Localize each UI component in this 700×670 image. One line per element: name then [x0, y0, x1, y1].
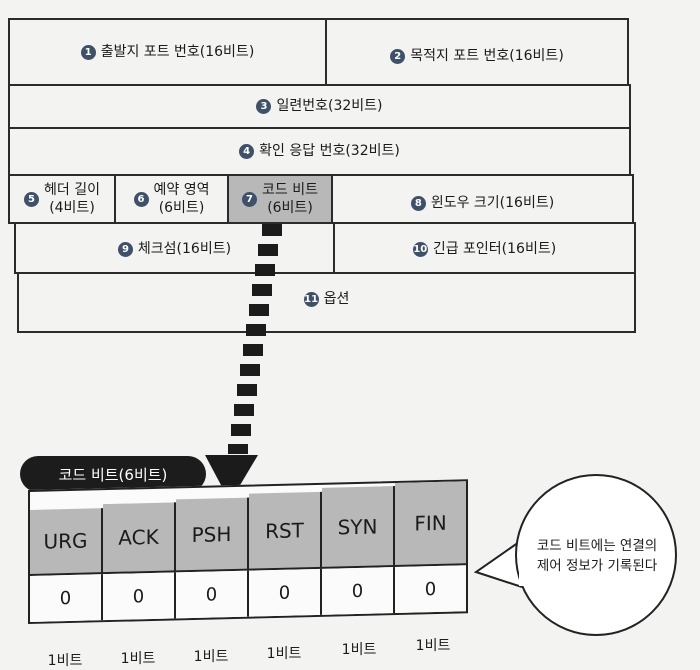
- field-label: 코드 비트: [262, 181, 318, 198]
- number-badge: 8: [410, 195, 426, 211]
- field-label: 윈도우 크기(16비트): [430, 194, 555, 211]
- field-size: (4비트): [49, 200, 95, 216]
- field-label: 일련번호(32비트): [276, 98, 383, 115]
- number-badge: 11: [303, 291, 319, 307]
- field-label: 긴급 포인터(16비트): [432, 240, 557, 257]
- field-destination-port: 2 목적지 포트 번호(16비트): [327, 24, 627, 88]
- number-badge: 1: [80, 44, 96, 60]
- field-options: 11 옵션: [19, 274, 634, 324]
- field-label: 헤더 길이: [44, 181, 100, 198]
- bit-size-label: 1비트: [415, 638, 451, 654]
- number-badge: 9: [117, 241, 133, 257]
- callout-line: 제어 정보가 기록된다: [536, 557, 658, 574]
- number-badge: 10: [412, 241, 428, 257]
- bit-size-label: 1비트: [266, 646, 302, 662]
- field-source-port: 1 출발지 포트 번호(16비트): [10, 20, 325, 84]
- field-label: 목적지 포트 번호(16비트): [410, 47, 564, 64]
- field-label: 체크섬(16비트): [137, 240, 232, 257]
- number-badge: 2: [390, 48, 406, 64]
- field-urgent-pointer: 10 긴급 포인터(16비트): [335, 226, 634, 272]
- number-badge: 6: [133, 191, 149, 207]
- field-size: (6비트): [267, 200, 313, 216]
- callout-text: 코드 비트에는 연결의 제어 정보가 기록된다: [522, 537, 672, 576]
- field-reserved: 6 예약 영역 (6비트): [116, 176, 227, 222]
- callout-line: 코드 비트에는 연결의: [536, 538, 658, 554]
- number-badge: 5: [24, 191, 39, 207]
- field-label: 예약 영역: [153, 181, 210, 198]
- field-label: 옵션: [323, 290, 350, 307]
- bit-size-label: 1비트: [47, 653, 83, 669]
- bit-size-label: 1비트: [120, 651, 156, 667]
- field-size: (6비트): [158, 200, 205, 216]
- field-code-bits: 7 코드 비트 (6비트): [229, 176, 331, 222]
- number-badge: 3: [256, 99, 272, 114]
- field-window-size: 8 윈도우 크기(16비트): [333, 180, 632, 226]
- bit-size-label: 1비트: [341, 642, 377, 658]
- field-label: 확인 응답 번호(32비트): [259, 143, 400, 160]
- field-sequence-number: 3 일련번호(32비트): [10, 86, 629, 127]
- field-ack-number: 4 확인 응답 번호(32비트): [10, 129, 629, 174]
- number-badge: 7: [242, 191, 257, 207]
- number-badge: 4: [239, 144, 255, 159]
- field-header-length: 5 헤더 길이 (4비트): [10, 176, 114, 222]
- bit-size-label: 1비트: [193, 649, 229, 665]
- field-checksum: 9 체크섬(16비트): [16, 226, 333, 272]
- field-label: 출발지 포트 번호(16비트): [100, 43, 255, 60]
